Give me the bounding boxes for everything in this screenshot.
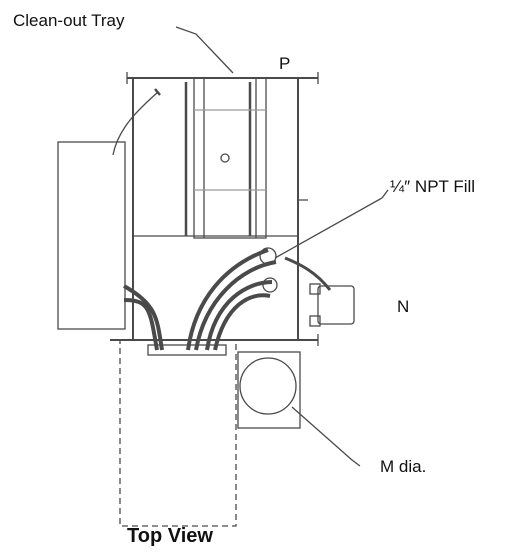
npt-fitting — [317, 285, 355, 325]
control-panel-box — [57, 141, 126, 330]
cleanout-leader — [175, 26, 234, 74]
npt-fitting-stub-top — [309, 283, 321, 295]
npt-fitting-stub-bottom — [309, 315, 321, 327]
fill-connector-1 — [259, 247, 277, 265]
hose-3 — [194, 260, 277, 351]
fill-connector-2 — [262, 277, 278, 293]
m-dia-leader — [291, 406, 361, 467]
hose-2 — [186, 248, 269, 351]
hopper-body — [193, 77, 267, 239]
cleanout-tray-label: Clean-out Tray — [13, 11, 125, 30]
npt-fill-label: ¼″ NPT Fill — [390, 177, 476, 196]
dimension-n-label: N — [397, 297, 410, 316]
hose-4 — [205, 280, 273, 351]
dashed-lower-box — [119, 339, 237, 527]
m-dia-label: M dia. — [380, 457, 427, 476]
motor-circle — [239, 357, 297, 415]
manifold-bar — [147, 344, 227, 356]
view-title: Top View — [127, 525, 213, 547]
side-hose-1 — [284, 256, 332, 291]
motor-housing — [237, 351, 301, 429]
npt-leader — [274, 197, 383, 259]
hopper-knob — [220, 153, 230, 163]
panel-curve-arrow — [112, 91, 159, 156]
panel-bolt — [154, 88, 161, 96]
dimension-p-label: P — [279, 54, 291, 73]
hose-5 — [213, 293, 271, 351]
npt-leader-tick — [381, 189, 389, 199]
